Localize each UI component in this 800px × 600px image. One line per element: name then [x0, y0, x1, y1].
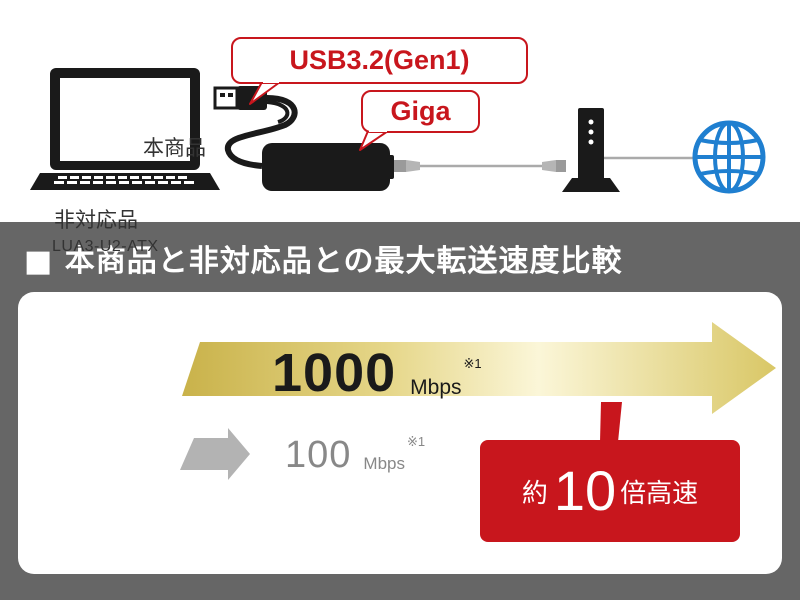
product-speed-note: ※1 — [463, 356, 482, 371]
internet-globe-icon — [692, 120, 766, 194]
badge-pointer — [600, 402, 622, 442]
connection-diagram-svg — [30, 68, 766, 194]
badge-prefix: 約 — [521, 478, 548, 509]
badge-suffix: 倍高速 — [620, 478, 699, 509]
giga-spec-callout: Giga — [361, 90, 480, 133]
other-speed-unit: Mbps — [363, 454, 405, 473]
router-icon — [562, 108, 620, 192]
other-speed-arrow — [180, 428, 250, 480]
other-speed-value: 100 Mbps ※1 — [285, 434, 425, 474]
lan-adapter-icon — [262, 143, 394, 191]
connection-illustration: USB3.2(Gen1) Giga — [0, 0, 800, 222]
section-title: ■ 本商品と非対応品との最大転送速度比較 — [24, 244, 623, 279]
other-speed-number: 100 — [285, 434, 352, 476]
product-speed-unit: Mbps — [410, 376, 462, 399]
usb-spec-callout: USB3.2(Gen1) — [231, 37, 528, 84]
speed-ratio-badge: 約 10 倍高速 — [480, 440, 740, 542]
product-speed-arrow — [182, 322, 776, 414]
badge-number: 10 — [553, 459, 617, 522]
other-product-label: 非対応品 — [54, 208, 138, 232]
product-speed-number: 1000 — [272, 343, 397, 403]
usb-cable — [225, 95, 298, 169]
lan-cable-icon — [394, 160, 566, 172]
other-speed-note: ※1 — [406, 434, 426, 449]
product-speed-value: 1000 Mbps ※1 — [272, 340, 482, 400]
product-label: 本商品 — [143, 136, 206, 160]
laptop-icon — [30, 68, 220, 190]
other-product-model: LUA3-U2-ATX — [52, 238, 159, 255]
